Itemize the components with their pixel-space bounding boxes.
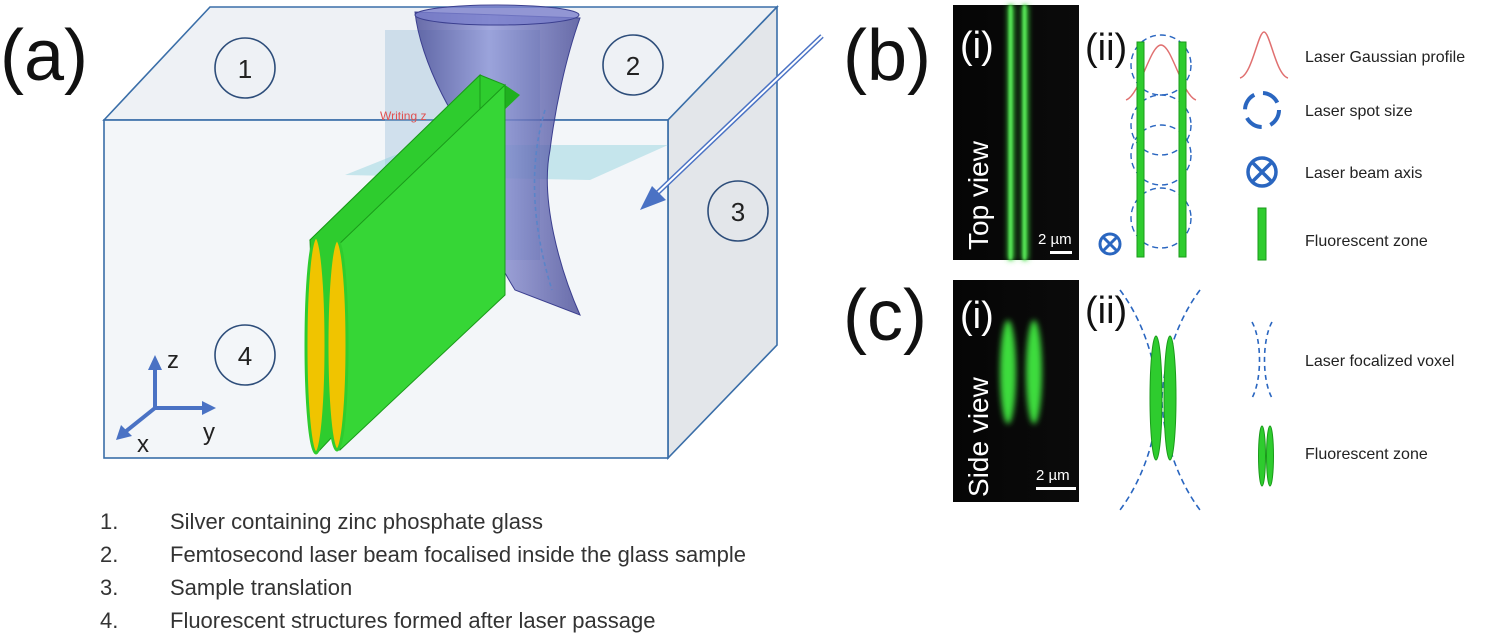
scale-bar-side [1036,487,1076,490]
circle-label-3: 3 [707,180,769,242]
legend-b-label-3: Fluorescent zone [1305,233,1428,250]
voxel-icon [1251,321,1273,399]
legend-c: Laser focalized voxel Fluorescent zone [1251,321,1454,487]
panel-label-c: (c) [843,276,927,356]
top-view-micrograph: (i) Top view 2 µm [953,5,1079,260]
svg-text:1: 1 [238,54,252,84]
fluorescent-zone-icon [1257,207,1267,261]
caption-number: 3. [100,574,119,600]
circle-label-1: 1 [214,37,276,99]
caption-item-4: 4. Fluorescent structures formed after l… [100,604,900,637]
top-view-schematic: (ii) [1085,27,1197,258]
legend-b-label-0: Laser Gaussian profile [1305,49,1465,66]
side-view-label: Side view [963,376,994,497]
caption-number: 1. [100,508,119,534]
panel-label-b-ii: (ii) [1085,27,1127,69]
beam-axis-icon [1246,156,1278,188]
caption-item-3: 3. Sample translation [100,571,900,604]
caption-item-1: 1. Silver containing zinc phosphate glas… [100,505,900,538]
legend-b-label-1: Laser spot size [1305,103,1413,120]
beam-axis-symbol [1098,232,1122,256]
fluorescent-structures [304,73,520,455]
svg-text:3: 3 [731,197,745,227]
caption-text: Fluorescent structures formed after lase… [170,607,656,633]
caption-text: Silver containing zinc phosphate glass [170,508,544,534]
legend-b-label-2: Laser beam axis [1305,165,1422,182]
caption-text: Sample translation [170,574,353,600]
axis-y-label: y [203,419,215,446]
side-view-micrograph: (i) Side view 2 µm [953,280,1079,502]
top-view-label: Top view [963,140,994,250]
legend-b: Laser Gaussian profile Laser spot size L… [1239,31,1465,261]
writing-label: Writing z [380,109,426,123]
panel-label-c-i: (i) [960,295,994,337]
translation-arrow [640,34,824,210]
scale-bar-top [1050,251,1072,254]
fluorescent-ellipse-icon [1258,425,1274,487]
laser-spot-icon [1243,91,1281,129]
caption-number: 4. [100,607,119,633]
gaussian-profile-icon [1239,31,1289,79]
axes-triad: z y x [116,347,216,458]
panel-label-b: (b) [843,16,931,96]
caption-list: 1. Silver containing zinc phosphate glas… [100,505,900,637]
legend-c-label-0: Laser focalized voxel [1305,353,1454,370]
caption-number: 2. [100,541,119,567]
caption-item-2: 2. Femtosecond laser beam focalised insi… [100,538,900,571]
svg-text:2: 2 [626,51,640,81]
axis-z-label: z [167,347,179,374]
scale-bar-top-label: 2 µm [1038,231,1072,248]
legend-c-label-1: Fluorescent zone [1305,446,1428,463]
circle-label-4: 4 [214,324,276,386]
circle-label-2: 2 [602,34,664,96]
caption-text: Femtosecond laser beam focalised inside … [170,541,746,567]
panel-label-a: (a) [0,16,88,96]
panel-label-b-i: (i) [960,25,994,67]
panel-label-c-ii: (ii) [1085,290,1127,332]
side-view-schematic: (ii) [1085,289,1201,511]
svg-text:4: 4 [238,341,252,371]
scale-bar-side-label: 2 µm [1036,467,1070,484]
axis-x-label: x [137,431,149,458]
